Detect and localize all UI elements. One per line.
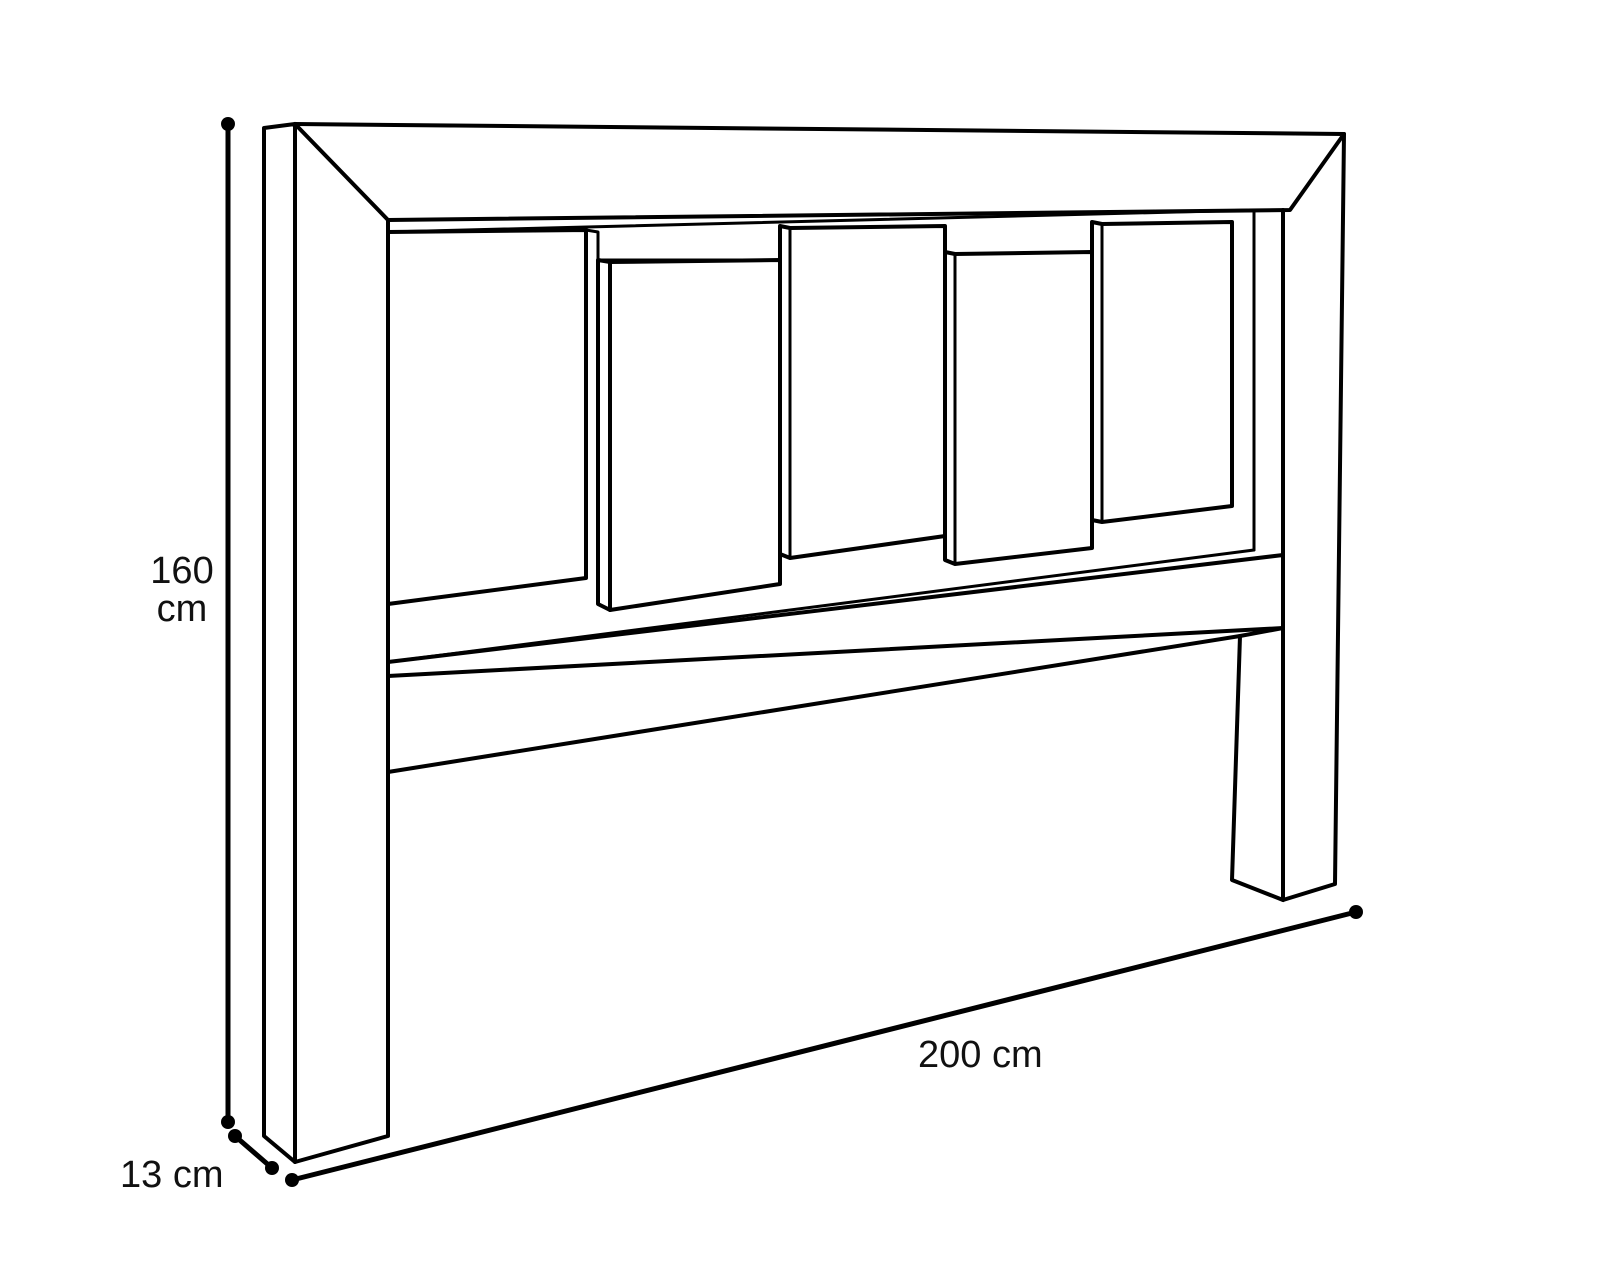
depth-label: 13 cm: [120, 1154, 224, 1196]
panel-5: [1090, 220, 1234, 524]
width-left-dot: [285, 1173, 299, 1187]
height-value: 160: [150, 550, 214, 592]
panel-3: [778, 224, 947, 560]
depth-start-dot: [228, 1129, 242, 1143]
depth-dimension-line: [232, 1133, 275, 1171]
width-dimension-line: [289, 909, 1359, 1183]
height-bottom-dot: [221, 1115, 235, 1129]
left-post-front: [293, 122, 390, 1164]
top-rail: [293, 122, 1346, 222]
panel-4: [943, 250, 1094, 566]
height-unit: cm: [156, 588, 208, 630]
width-right-dot: [1349, 905, 1363, 919]
right-post: [1281, 132, 1346, 902]
panel-1: [386, 228, 588, 606]
shelf: [386, 553, 1285, 678]
width-label: 200 cm: [918, 1034, 1043, 1076]
panel-2: [596, 258, 612, 612]
right-leg: [1230, 634, 1285, 902]
height-top-dot: [221, 117, 235, 131]
depth-end-dot: [265, 1161, 279, 1175]
left-post-side: [262, 122, 297, 1164]
lower-rail: [386, 626, 1285, 774]
height-label: 160 cm: [142, 552, 222, 628]
